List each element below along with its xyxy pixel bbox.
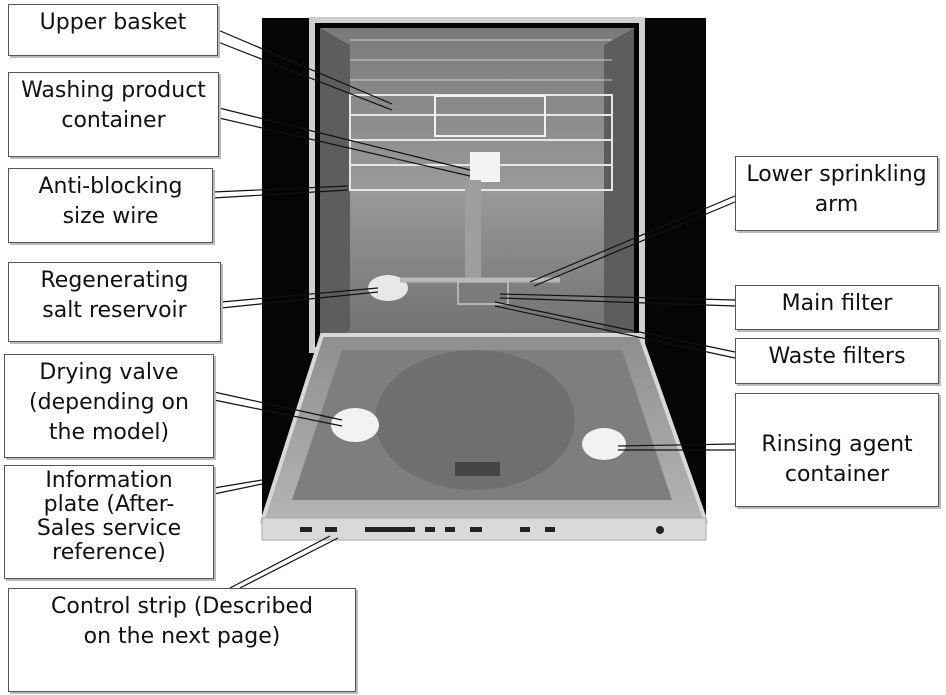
label-lower-sprinkling-arm: Lower sprinkling arm (735, 156, 938, 231)
label-salt-reservoir-text: Regenerating salt reservoir (40, 268, 189, 323)
label-drying-valve-text: Drying valve (depending on the model) (29, 360, 189, 445)
control-strip-buttons (300, 526, 664, 534)
label-waste-filters: Waste filters (735, 338, 939, 384)
rinse-agent-cap (582, 428, 626, 460)
label-upper-basket: Upper basket (8, 4, 218, 56)
label-main-filter: Main filter (735, 285, 939, 330)
label-salt-reservoir: Regenerating salt reservoir (8, 262, 221, 342)
control-strip-edge (261, 517, 707, 541)
label-rinsing-agent-text: Rinsing agent container (761, 432, 913, 487)
label-upper-basket-text: Upper basket (39, 10, 187, 35)
label-rinsing-agent-container: Rinsing agent container (735, 393, 939, 507)
water-pipe (465, 180, 481, 280)
label-information-plate: Information plate (After- Sales service … (4, 465, 214, 579)
label-control-strip: Control strip (Described on the next pag… (8, 588, 356, 692)
label-information-plate-text: Information plate (After- Sales service … (36, 468, 182, 565)
label-washing-product-text: Washing product container (21, 78, 206, 133)
door-bowl (375, 350, 575, 490)
label-waste-filters-text: Waste filters (768, 344, 906, 369)
label-drying-valve: Drying valve (depending on the model) (4, 354, 214, 458)
tub-right-wall (604, 28, 634, 348)
label-anti-blocking-wire: Anti-blocking size wire (8, 168, 213, 243)
label-anti-blocking-text: Anti-blocking size wire (38, 174, 183, 229)
label-washing-product-container: Washing product container (8, 72, 219, 157)
drying-valve (331, 408, 379, 442)
label-lower-arm-text: Lower sprinkling arm (746, 162, 927, 217)
washing-product-container (470, 152, 500, 182)
label-main-filter-text: Main filter (781, 291, 893, 316)
filter-assembly (457, 281, 509, 305)
door-hinge (455, 462, 500, 476)
label-control-strip-text: Control strip (Described on the next pag… (51, 594, 313, 649)
tub-left-wall (320, 28, 350, 348)
